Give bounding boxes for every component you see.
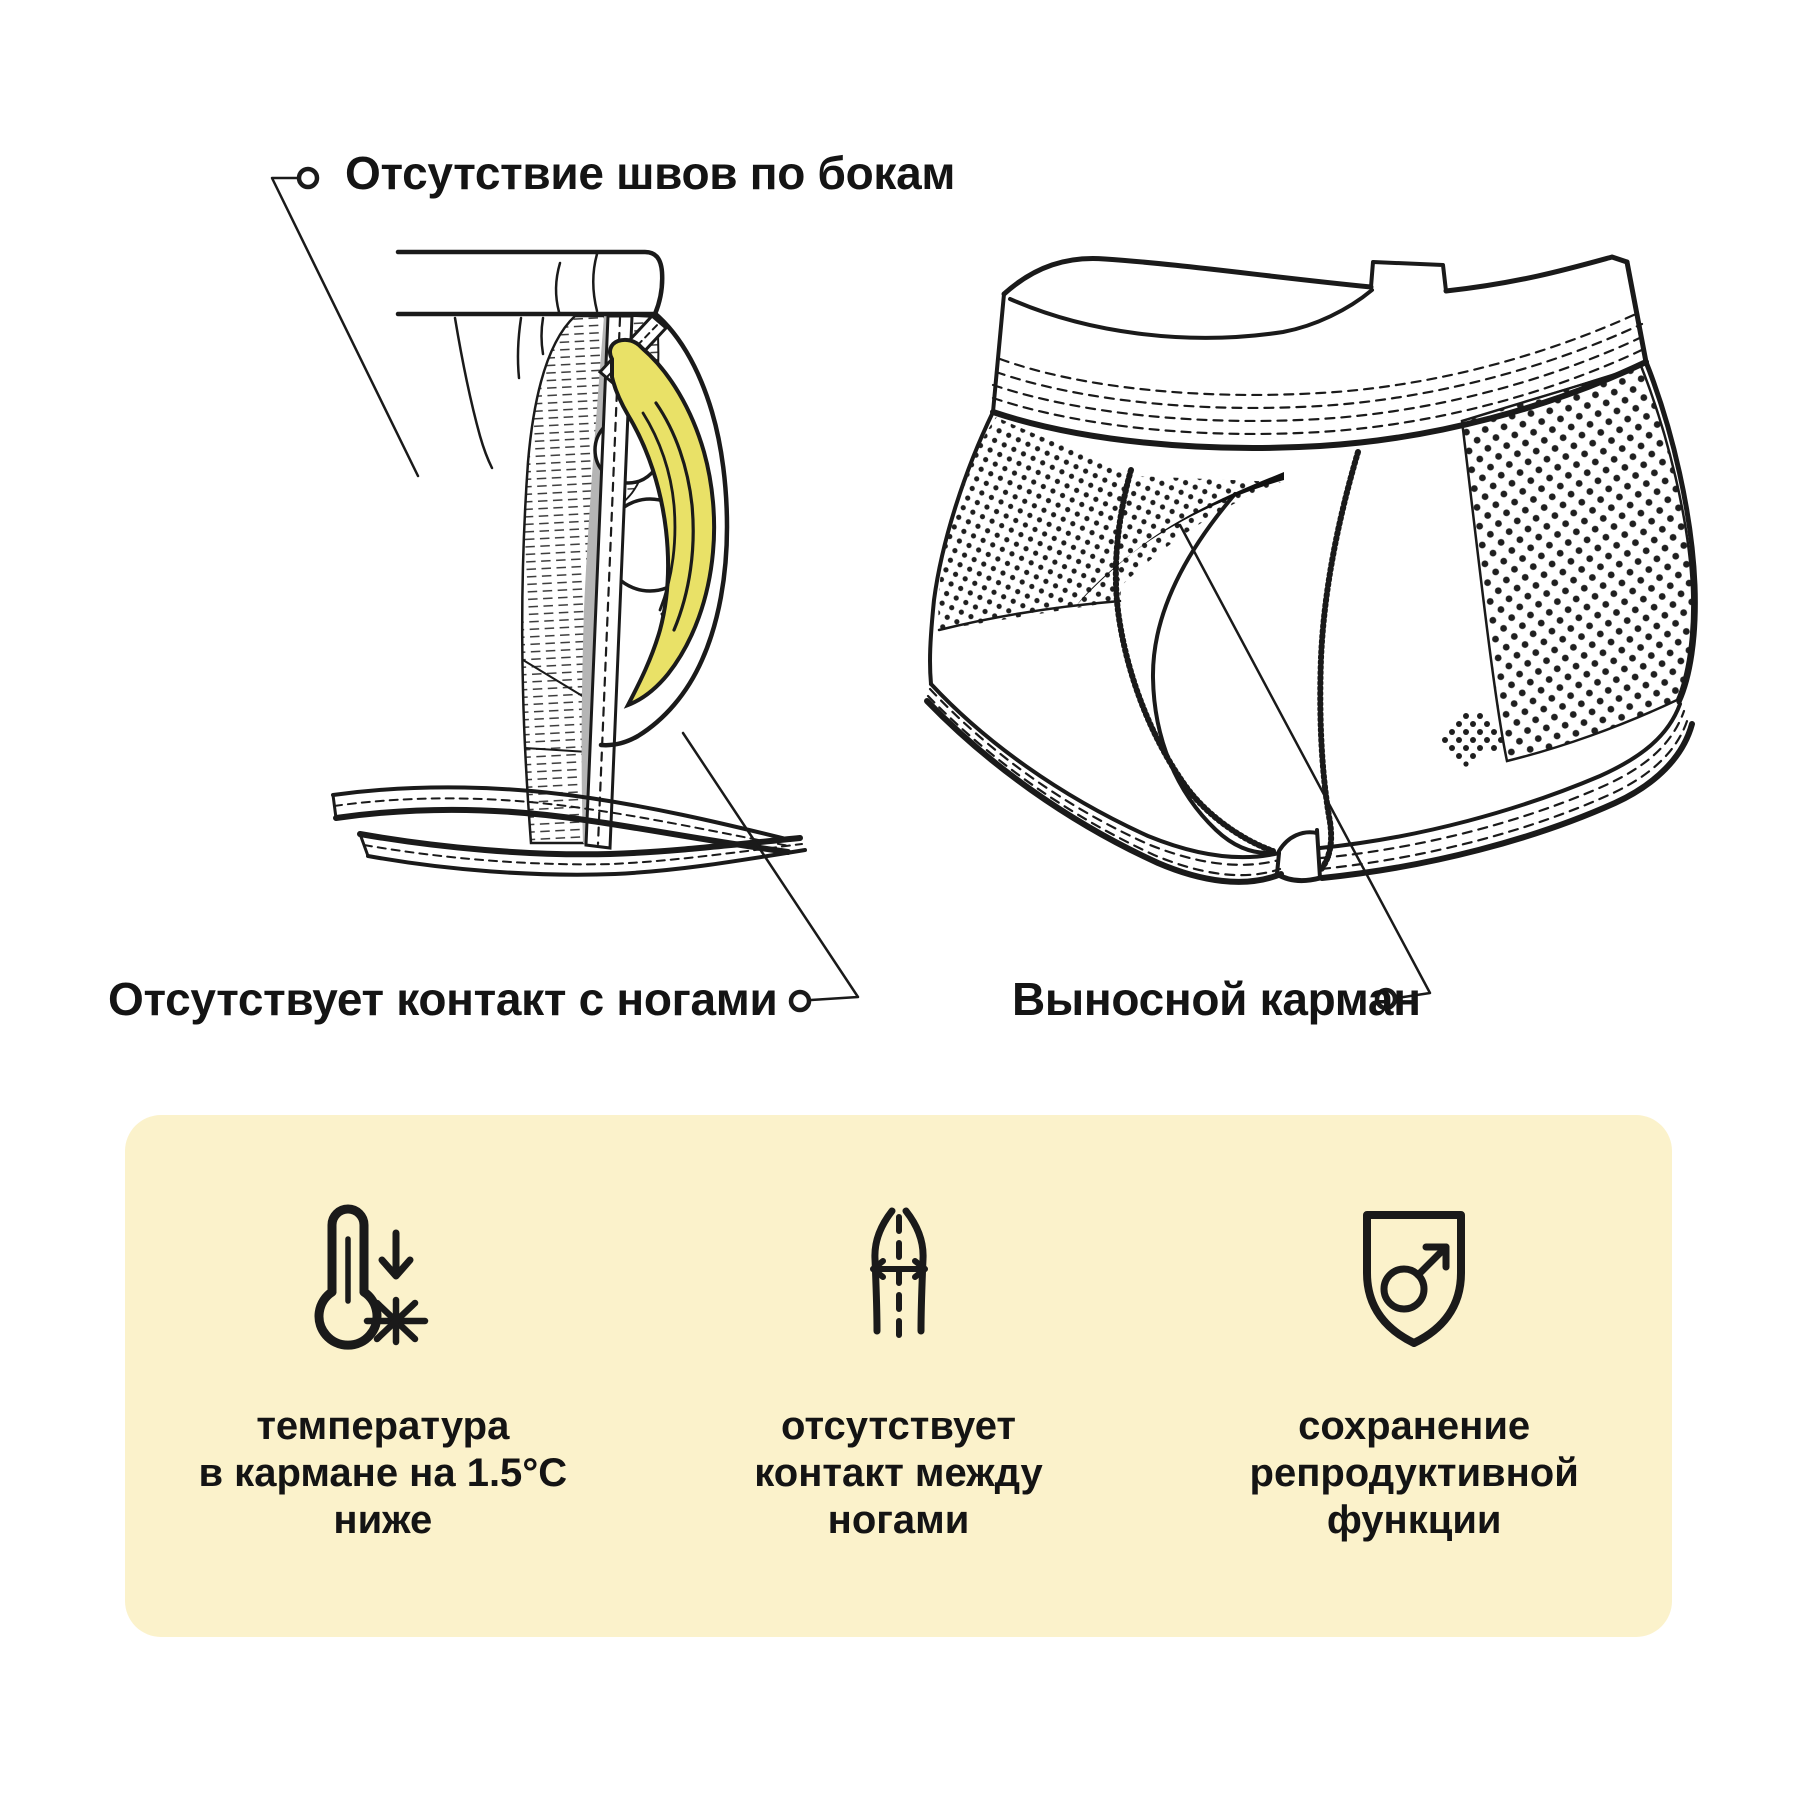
caption-line: сохранение bbox=[1298, 1404, 1531, 1448]
caption-line: контакт между bbox=[754, 1451, 1043, 1495]
thermometer-down-icon bbox=[314, 1204, 429, 1350]
feature-temperature: температура в кармане на 1.5°C ниже bbox=[125, 1115, 641, 1637]
label-no-leg-contact: Отсутствует контакт с ногами bbox=[108, 973, 778, 1025]
leader-no-side-seams bbox=[270, 166, 420, 478]
feature-no-contact: отсутствует контакт между ногами bbox=[641, 1115, 1157, 1637]
caption-line: репродуктивной bbox=[1249, 1451, 1579, 1495]
brand-dots-logo bbox=[1442, 713, 1504, 767]
caption-line: ниже bbox=[333, 1498, 433, 1542]
mesh-side-panel bbox=[1460, 364, 1694, 763]
feature-caption: температура в кармане на 1.5°C ниже bbox=[198, 1403, 567, 1544]
centre-gusset bbox=[1274, 828, 1323, 884]
label-external-pocket: Выносной карман bbox=[1012, 973, 1421, 1025]
snowflake-icon bbox=[363, 1296, 429, 1346]
leader-external-pocket bbox=[1178, 523, 1432, 1011]
pouch-stitch-seam bbox=[1112, 467, 1276, 854]
label-no-side-seams: Отсутствие швов по бокам bbox=[345, 147, 956, 199]
front-view-illustration bbox=[924, 254, 1698, 885]
leader-ring bbox=[296, 166, 320, 190]
features-panel: температура в кармане на 1.5°C ниже отсу… bbox=[125, 1115, 1672, 1637]
pouch-stitch-seam bbox=[1317, 449, 1361, 874]
waistband-tab bbox=[1369, 260, 1448, 293]
leg-hem-left bbox=[924, 682, 1284, 885]
legs-gap-icon bbox=[869, 1207, 928, 1348]
leg-hem-bands bbox=[331, 785, 807, 877]
leader-ring bbox=[788, 989, 812, 1013]
feature-caption: отсутствует контакт между ногами bbox=[754, 1403, 1042, 1544]
pouch-opening-shadow bbox=[1076, 472, 1284, 606]
feature-caption: сохранение репродуктивной функции bbox=[1250, 1403, 1579, 1544]
shield-male-icon bbox=[1363, 1211, 1466, 1347]
caption-line: функции bbox=[1326, 1498, 1502, 1542]
leader-no-leg-contact bbox=[681, 731, 860, 1013]
leader-lines bbox=[270, 166, 1432, 1013]
caption-line: ногами bbox=[827, 1498, 970, 1542]
leader-ring bbox=[1374, 987, 1398, 1011]
side-view-illustration bbox=[331, 249, 807, 877]
pouch-outline bbox=[598, 305, 730, 748]
waistband bbox=[398, 252, 663, 314]
caption-line: температура bbox=[256, 1404, 510, 1448]
banana-graphic bbox=[608, 337, 717, 709]
waistband bbox=[993, 257, 1646, 451]
mesh-front-panel bbox=[1110, 476, 1281, 597]
caption-line: отсутствует bbox=[781, 1404, 1016, 1448]
mesh-front-panel bbox=[938, 417, 1131, 630]
feature-reproductive: сохранение репродуктивной функции bbox=[1156, 1115, 1672, 1637]
caption-line: в кармане на 1.5°C bbox=[198, 1451, 568, 1495]
leg-hem-right bbox=[1318, 702, 1695, 881]
waistband-stitching bbox=[991, 311, 1648, 436]
